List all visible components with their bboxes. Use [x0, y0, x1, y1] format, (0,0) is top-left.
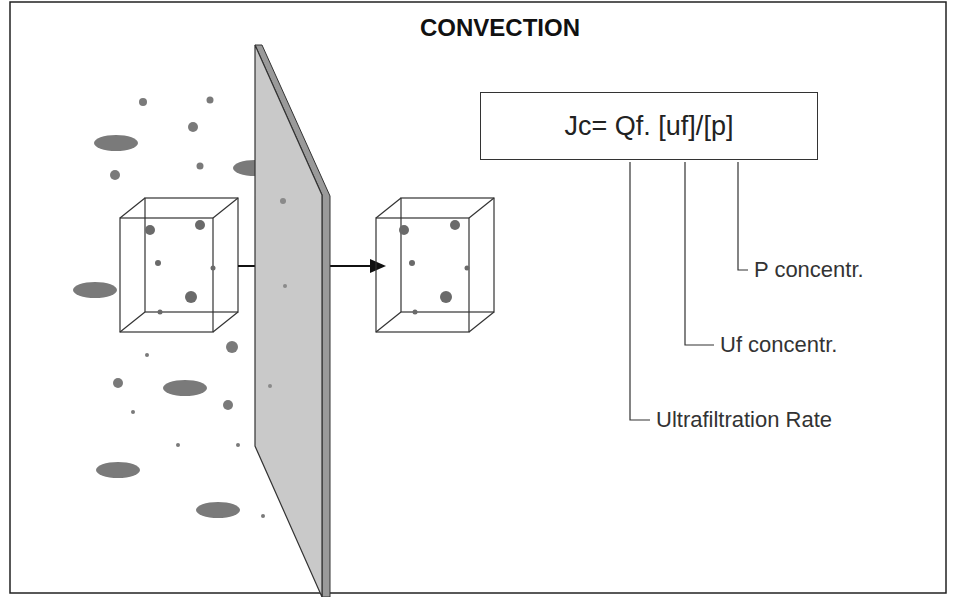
membrane-edge: [255, 45, 330, 597]
cube-particles: [145, 220, 216, 315]
diagram-title: CONVECTION: [420, 14, 580, 42]
frame: [10, 2, 946, 593]
formula-box: Jc= Qf. [uf]/[p]: [480, 92, 818, 160]
membrane: [255, 45, 322, 597]
volume-cube: [120, 198, 238, 332]
volume-cube: [376, 198, 494, 332]
callout-label: P concentr.: [754, 257, 864, 283]
membrane-particles: [268, 198, 287, 388]
solute-particles: [73, 97, 277, 519]
callout-label: Ultrafiltration Rate: [656, 407, 832, 433]
formula-text: Jc= Qf. [uf]/[p]: [481, 110, 817, 142]
cube-particles: [399, 220, 470, 315]
callout-label: Uf concentr.: [720, 332, 837, 358]
leader-lines: [630, 162, 748, 420]
flow-arrowhead: [370, 259, 386, 273]
